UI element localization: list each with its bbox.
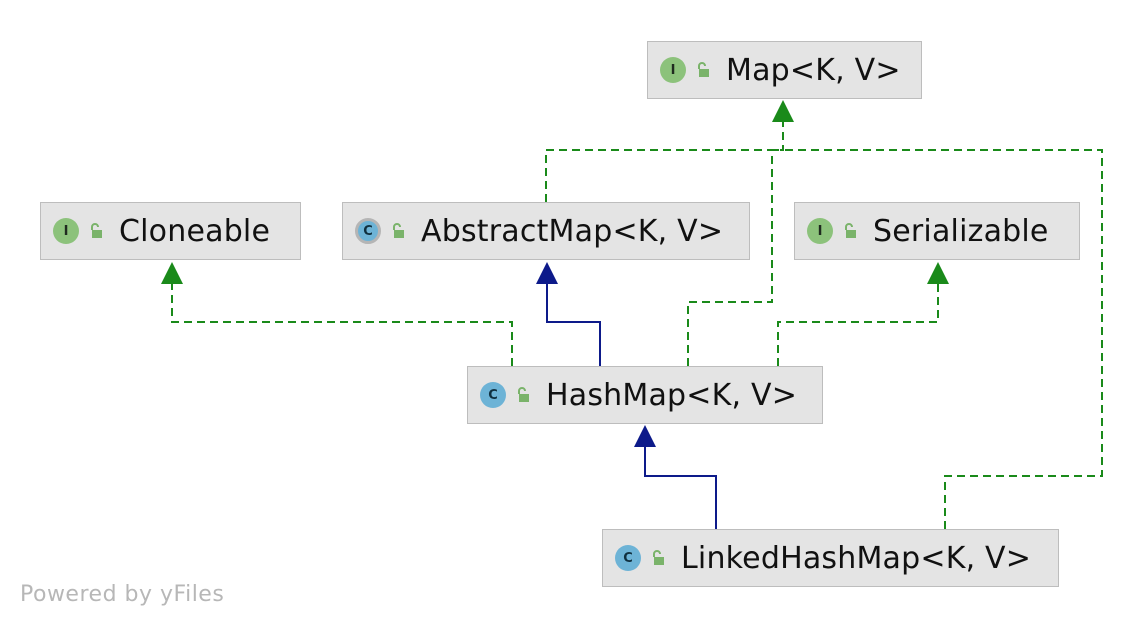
- edge-hashmap-implements-cloneable: [171, 284, 513, 366]
- unlocked-padlock-icon: [393, 223, 404, 238]
- watermark: Powered by yFiles: [20, 582, 225, 607]
- arrowhead-to-map: [772, 100, 794, 122]
- node-hashmap-class[interactable]: C HashMap<K, V>: [467, 366, 823, 424]
- edge-linkedhashmap-extends-hashmap: [644, 447, 717, 529]
- node-cloneable-interface[interactable]: I Cloneable: [40, 202, 301, 260]
- edge-abstractmap-implements-map: [545, 120, 784, 202]
- node-serializable-interface[interactable]: I Serializable: [794, 202, 1080, 260]
- node-label: HashMap<K, V>: [546, 377, 798, 413]
- node-abstractmap-abstract-class[interactable]: C AbstractMap<K, V>: [342, 202, 750, 260]
- class-badge-icon: C: [480, 382, 506, 408]
- class-badge-icon: C: [615, 545, 641, 571]
- unlocked-padlock-icon: [698, 62, 709, 77]
- interface-badge-icon: I: [660, 57, 686, 83]
- arrowhead-to-abstractmap: [536, 262, 558, 284]
- node-label: LinkedHashMap<K, V>: [681, 540, 1032, 576]
- edge-linkedhashmap-implements-map: [783, 149, 1103, 529]
- edge-hashmap-implements-serializable: [777, 284, 939, 366]
- arrowhead-to-cloneable: [161, 262, 183, 284]
- arrowhead-to-serializable: [927, 262, 949, 284]
- interface-badge-icon: I: [807, 218, 833, 244]
- unlocked-padlock-icon: [91, 223, 102, 238]
- node-label: Cloneable: [119, 213, 271, 249]
- unlocked-padlock-icon: [845, 223, 856, 238]
- edge-hashmap-implements-map: [687, 149, 783, 366]
- node-map-interface[interactable]: I Map<K, V>: [647, 41, 922, 99]
- node-linkedhashmap-class[interactable]: C LinkedHashMap<K, V>: [602, 529, 1059, 587]
- arrowhead-to-hashmap: [634, 425, 656, 447]
- interface-badge-icon: I: [53, 218, 79, 244]
- node-label: Map<K, V>: [726, 52, 901, 88]
- node-label: AbstractMap<K, V>: [421, 213, 724, 249]
- abstract-class-badge-icon: C: [355, 218, 381, 244]
- edge-hashmap-extends-abstractmap: [546, 284, 601, 366]
- unlocked-padlock-icon: [653, 550, 664, 565]
- unlocked-padlock-icon: [518, 387, 529, 402]
- node-label: Serializable: [873, 213, 1049, 249]
